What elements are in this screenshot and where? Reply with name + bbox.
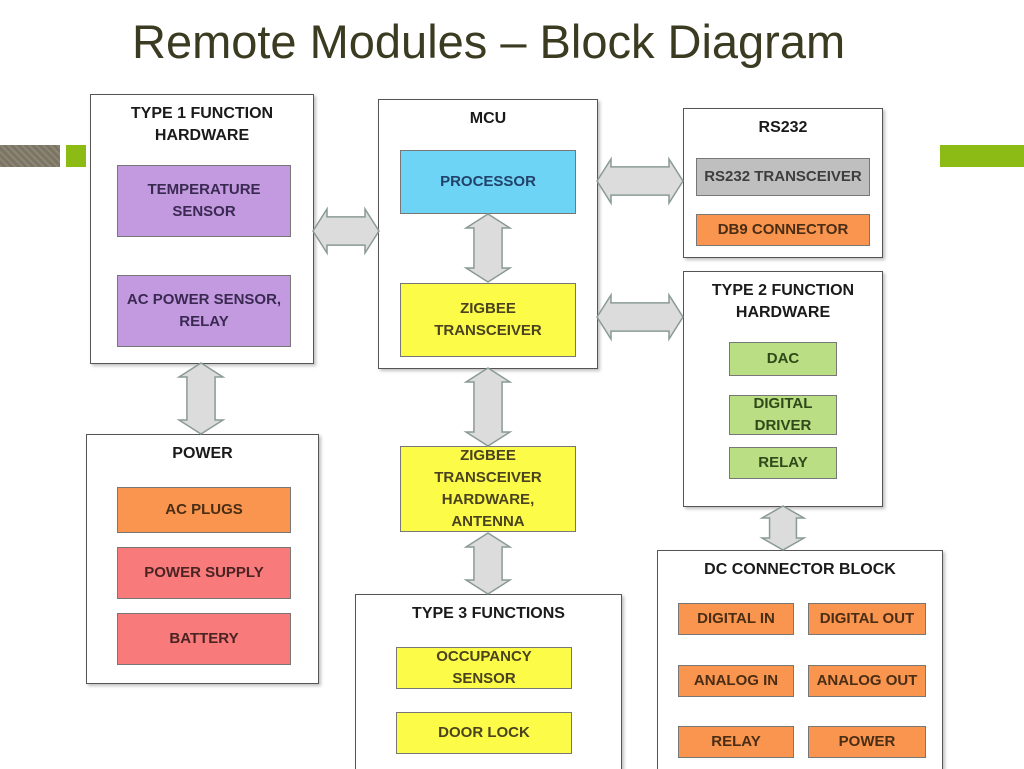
zigbee-transceiver-box: ZIGBEE TRANSCEIVER [400,283,576,357]
zigbee-transceiver-hardware-antenna-box: ZIGBEE TRANSCEIVER HARDWARE, ANTENNA [400,446,576,532]
processor-box: PROCESSOR [400,150,576,214]
digital-driver-box: DIGITAL DRIVER [729,395,837,435]
rs232-block-title: RS232 [758,119,808,136]
analog-in-box: ANALOG IN [678,665,794,697]
decorative-bar-green-left [66,145,86,167]
type3-block-title: TYPE 3 FUNCTIONS [412,605,565,622]
db9-connector-box: DB9 CONNECTOR [696,214,870,246]
power-block: POWER AC PLUGS POWER SUPPLY BATTERY [86,434,319,684]
relay-box-dc: RELAY [678,726,794,758]
dc-block-title: DC CONNECTOR BLOCK [704,561,896,578]
rs232-block: RS232 RS232 TRANSCEIVER DB9 CONNECTOR [683,108,883,258]
mcu-block-title: MCU [469,110,507,127]
type1-block-title: TYPE 1 FUNCTION HARDWARE [130,105,274,144]
dac-box: DAC [729,342,837,376]
type2-function-hardware-block: TYPE 2 FUNCTION HARDWARE DAC DIGITAL DRI… [683,271,883,507]
arrow-type1-power [176,362,226,435]
door-lock-box: DOOR LOCK [396,712,572,754]
ac-plugs-box: AC PLUGS [117,487,291,533]
power-supply-box: POWER SUPPLY [117,547,291,599]
type2-block-title: TYPE 2 FUNCTION HARDWARE [711,282,855,321]
power-block-title: POWER [172,445,233,462]
digital-out-box: DIGITAL OUT [808,603,926,635]
relay-box-type2: RELAY [729,447,837,479]
analog-out-box: ANALOG OUT [808,665,926,697]
arrow-type1-mcu [312,206,380,256]
decorative-bar-green-right [940,145,1024,167]
digital-in-box: DIGITAL IN [678,603,794,635]
arrow-mcu-type2 [596,292,684,342]
rs232-transceiver-box: RS232 TRANSCEIVER [696,158,870,196]
battery-box: BATTERY [117,613,291,665]
type3-functions-block: TYPE 3 FUNCTIONS OCCUPANCY SENSOR DOOR L… [355,594,622,769]
ac-power-sensor-relay-box: AC POWER SENSOR, RELAY [117,275,291,347]
dc-connector-block: DC CONNECTOR BLOCK DIGITAL IN DIGITAL OU… [657,550,943,769]
type1-function-hardware-block: TYPE 1 FUNCTION HARDWARE TEMPERATURE SEN… [90,94,314,364]
page-title: Remote Modules – Block Diagram [132,15,846,68]
arrow-mcu-rs232 [596,156,684,206]
arrow-zigbee-hw-type3 [463,532,513,595]
power-box-dc: POWER [808,726,926,758]
temperature-sensor-box: TEMPERATURE SENSOR [117,165,291,237]
decorative-bar-gray [0,145,60,167]
arrow-type2-dc [759,505,807,551]
arrow-mcu-zigbee-hw [463,367,513,447]
occupancy-sensor-box: OCCUPANCY SENSOR [396,647,572,689]
mcu-block: MCU PROCESSOR ZIGBEE TRANSCEIVER [378,99,598,369]
